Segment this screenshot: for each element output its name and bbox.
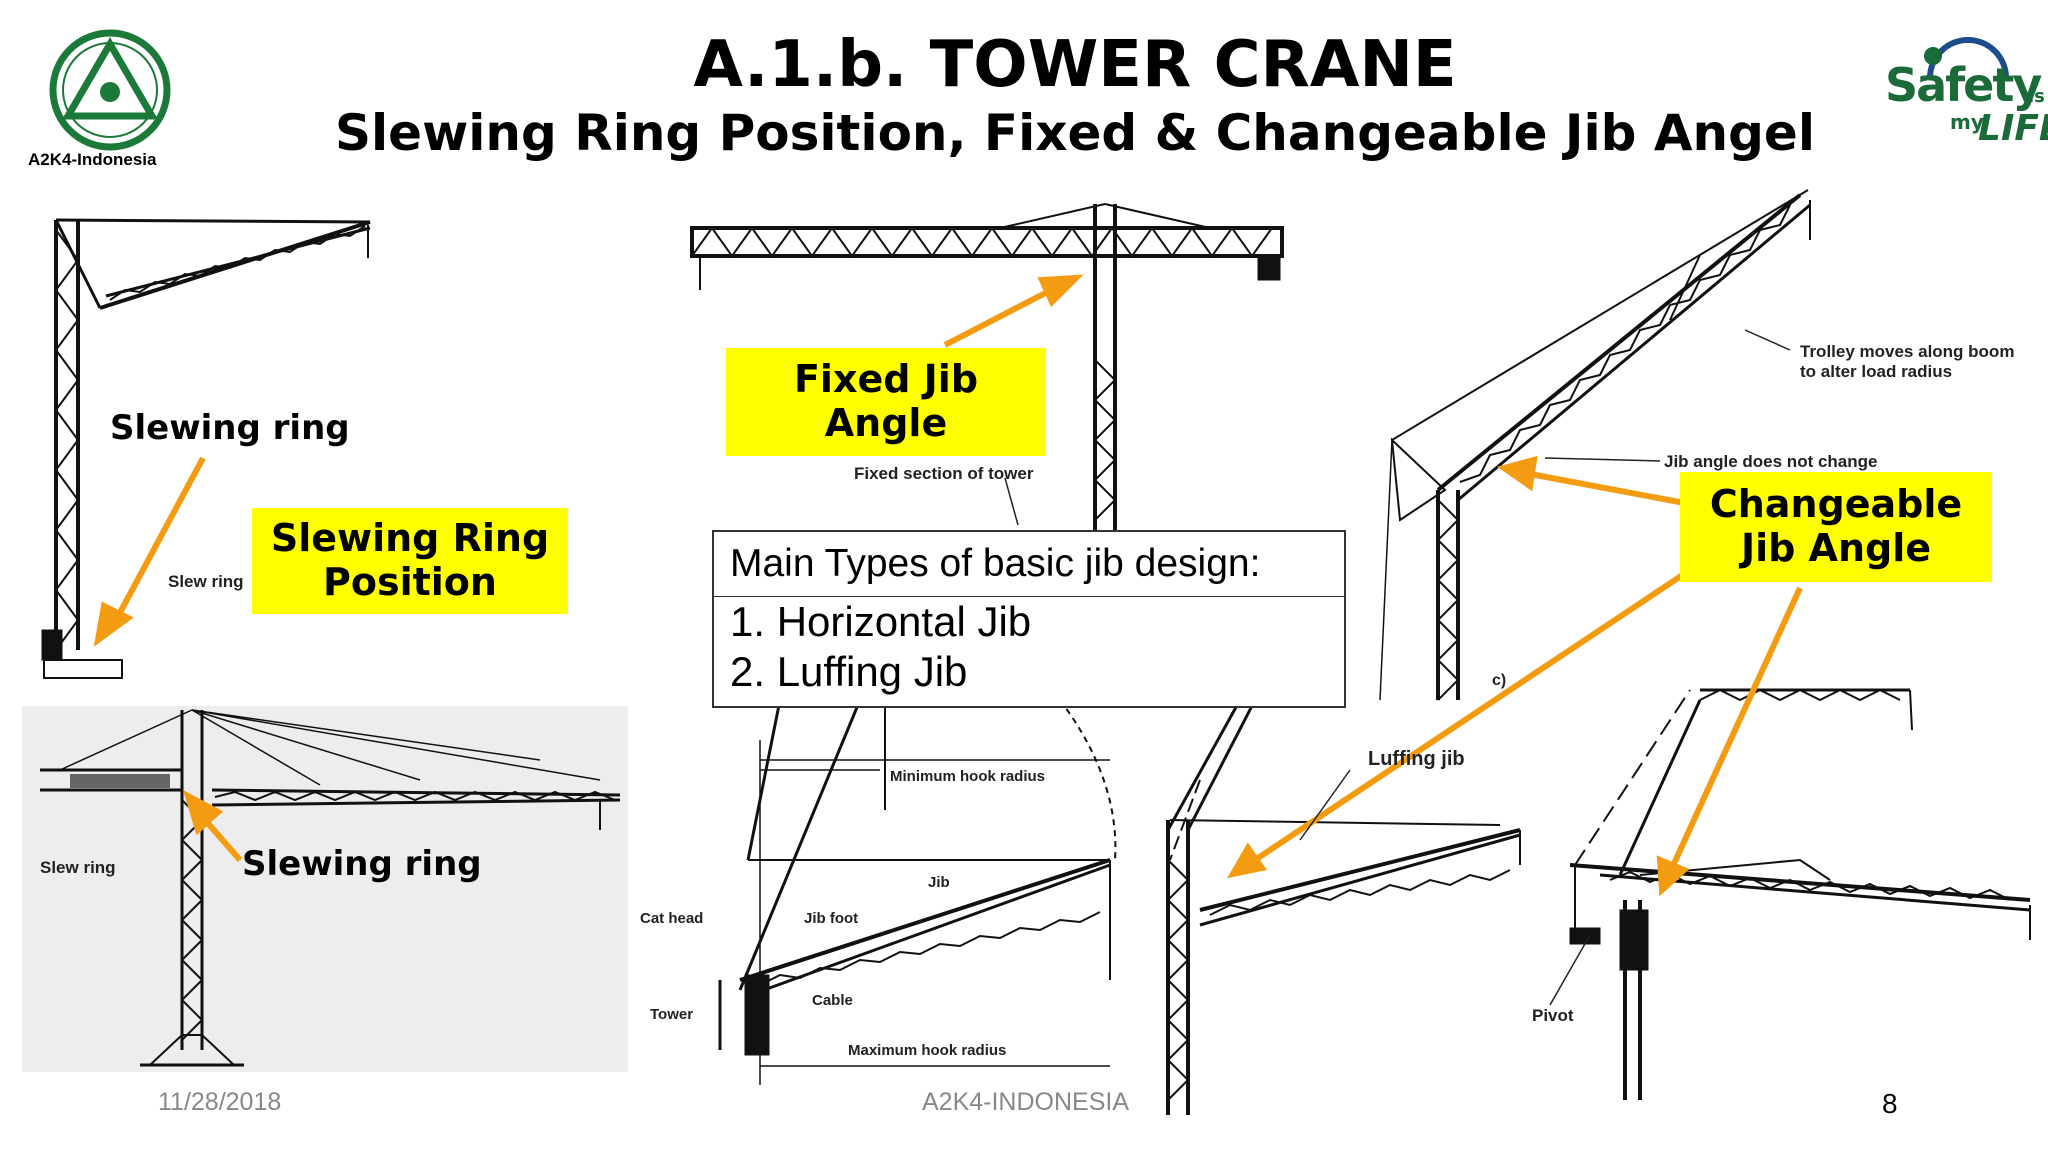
- slide-subtitle: Slewing Ring Position, Fixed & Changeabl…: [335, 104, 1815, 162]
- trolley-moves-label: Trolley moves along boom to alter load r…: [1800, 342, 2015, 381]
- max-hook-radius-label: Maximum hook radius: [848, 1042, 1007, 1059]
- jib-label: Jib: [928, 874, 950, 891]
- crane-bottom-center: [718, 699, 1117, 1085]
- slewing-ring-label-top: Slewing ring: [110, 408, 350, 448]
- safety-logo-word1: Safety: [1885, 58, 2042, 112]
- crane-top-right: [1379, 189, 1811, 701]
- tower-label: Tower: [650, 1006, 694, 1023]
- safety-logo-arc: [1924, 37, 2009, 79]
- jib-types-heading: Main Types of basic jib design:: [714, 532, 1344, 597]
- jib-type-item-1: 1. Horizontal Jib: [730, 598, 1032, 645]
- footer-center: A2K4-INDONESIA: [922, 1088, 1130, 1116]
- cat-head-label: Cat head: [640, 910, 704, 927]
- pivot-label: Pivot: [1532, 1006, 1574, 1025]
- page-number: 8: [1882, 1088, 1898, 1119]
- min-hook-radius-label: Minimum hook radius: [890, 768, 1046, 785]
- logo-caption: A2K4-Indonesia: [28, 150, 157, 169]
- safety-logo-word2: is: [2028, 86, 2045, 107]
- photo-panel-bottom-left: [22, 706, 628, 1072]
- safety-logo-word4: LIFE: [1978, 108, 2048, 149]
- luffing-jib-label: Luffing jib: [1368, 748, 1465, 770]
- jib-foot-label: Jib foot: [804, 910, 859, 927]
- slew-ring-label-1: Slew ring: [168, 572, 244, 591]
- safety-logo-word3: my: [1950, 110, 1984, 134]
- crane-top-center: [690, 203, 1284, 530]
- crane-bottom-right-a: [1166, 699, 1521, 1115]
- cj-label: c): [1492, 672, 1507, 689]
- fixed-jib-angle-callout: Fixed Jib Angle: [726, 348, 1046, 456]
- changeable-jib-angle-callout: Changeable Jib Angle: [1680, 472, 1992, 582]
- a2k4-logo: [49, 29, 171, 151]
- slewing-ring-label-bottom: Slewing ring: [242, 844, 482, 884]
- slewing-ring-position-callout: Slewing Ring Position: [252, 508, 568, 614]
- orange-arrows: [93, 274, 1803, 897]
- cable-label: Cable: [812, 992, 853, 1009]
- jib-angle-not-change-label: Jib angle does not change: [1664, 452, 1878, 471]
- crane-top-left: [41, 218, 371, 679]
- jib-type-item-2: 2. Luffing Jib: [730, 648, 968, 695]
- crane-bottom-right-b: [1569, 688, 2031, 1100]
- footer-date: 11/28/2018: [158, 1088, 282, 1116]
- slew-ring-label-2: Slew ring: [40, 858, 116, 877]
- slide-title: A.1.b. TOWER CRANE: [693, 28, 1457, 102]
- fixed-section-label: Fixed section of tower: [854, 464, 1034, 483]
- jib-types-box: Main Types of basic jib design: 1. Horiz…: [712, 530, 1346, 708]
- crane-bottom-left: [40, 709, 621, 1067]
- leader-lines: [1004, 329, 1791, 1006]
